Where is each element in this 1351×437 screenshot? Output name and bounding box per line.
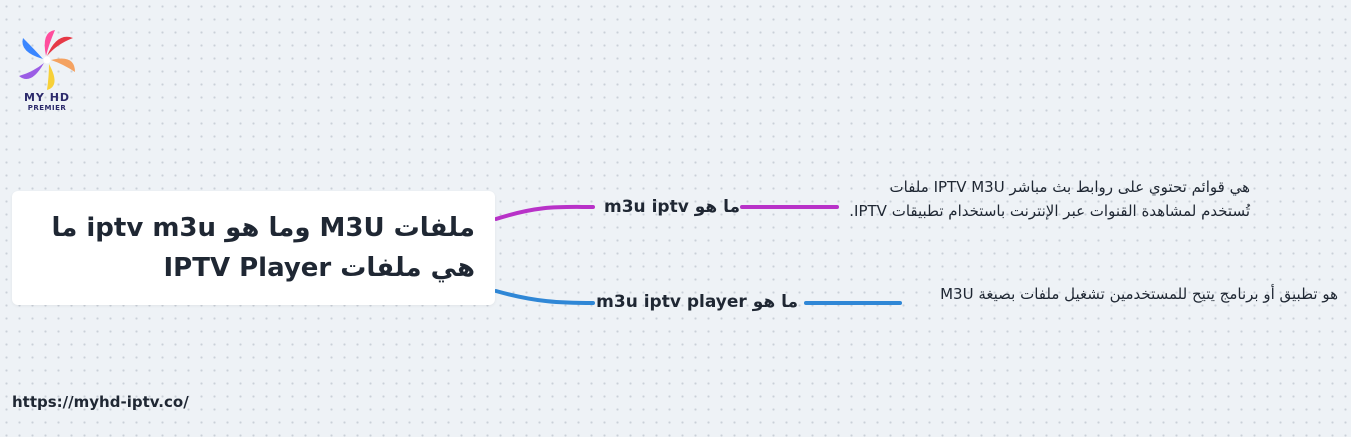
logo-text-my-hd: MY HD [23, 91, 71, 104]
branch-what-is-m3u-iptv-player: ما هو m3u iptv player [596, 292, 798, 312]
connector-root-branch-1 [494, 204, 595, 221]
branch-what-is-m3u-iptv: ما هو m3u iptv [604, 197, 740, 217]
pinwheel-logo-icon [19, 30, 75, 90]
footer-url: https://myhd-iptv.co/ [12, 393, 189, 411]
detail-m3u-iptv: هي قوائم تحتوي على روابط بث مباشر IPTV M… [849, 178, 1250, 220]
brand-logo: MY HD PREMIER [14, 30, 80, 114]
logo-text-premier: PREMIER [27, 104, 67, 112]
connector-root-branch-2 [494, 289, 595, 305]
root-topic: ملفات M3U وما هو iptv m3u ما هي ملفات IP… [12, 191, 495, 305]
detail-m3u-iptv-player: هو تطبيق أو برنامج يتيح للمستخدمين تشغيل… [940, 285, 1338, 303]
